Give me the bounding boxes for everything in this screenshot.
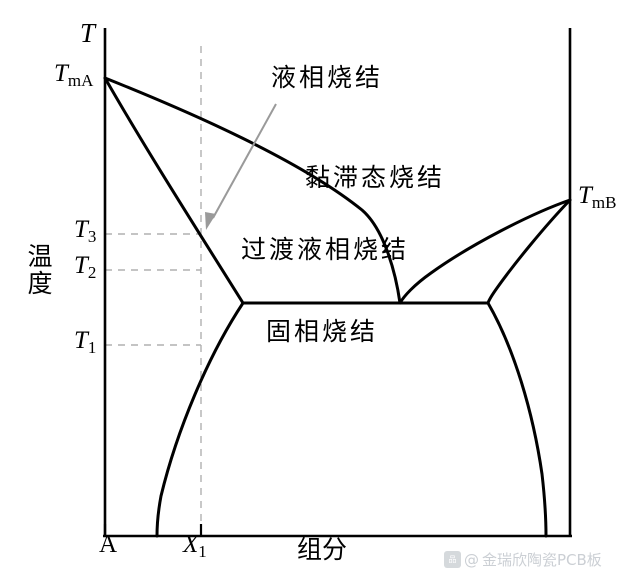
watermark-at-icon: @ [464, 550, 479, 569]
X1-symbol: X [183, 531, 199, 558]
x-axis-title: 组分 [297, 535, 348, 564]
T3-symbol: T [74, 216, 88, 243]
T1-symbol: T [74, 327, 88, 354]
T1-subscript: 1 [87, 337, 97, 357]
region-label-transient-liquid-phase-sintering: 过渡液相烧结 [241, 235, 410, 264]
phase-boundaries [103, 76, 572, 538]
curve-liquidus-B-upper [398, 198, 572, 305]
annotation-arrow-head [205, 212, 216, 230]
axes [103, 28, 572, 538]
curve-solvus-right [486, 301, 548, 538]
TmB-subscript: mB [591, 192, 617, 212]
curve-liquidus-A-upper [103, 76, 402, 305]
x-axis-marker-label: X1 [183, 531, 207, 562]
TmA-symbol: T [54, 60, 68, 87]
tick-label-T3: T3 [74, 216, 96, 247]
region-label-liquid-phase-sintering: 液相烧结 [271, 63, 384, 92]
y-axis-symbol: T [80, 18, 96, 48]
y-axis-title: 温度 [24, 243, 53, 297]
annotation-arrow-line [212, 103, 277, 219]
curve-liquidus-B-lower [486, 198, 572, 305]
T2-symbol: T [74, 252, 88, 279]
annotation-arrow [205, 103, 277, 230]
tick-label-T2: T2 [74, 252, 96, 283]
TmB-symbol: T [578, 182, 592, 209]
watermark: 品 @ 金瑞欣陶瓷PCB板 [444, 549, 602, 570]
curve-liquidus-A-lower [103, 76, 245, 305]
region-label-solid-phase-sintering: 固相烧结 [266, 317, 379, 346]
region-label-viscous-state-sintering: 黏滞态烧结 [305, 163, 446, 192]
gridlines-horizontal [105, 233, 201, 346]
watermark-text: 金瑞欣陶瓷PCB板 [482, 551, 602, 569]
x-axis-origin-label: A [99, 531, 118, 558]
T2-subscript: 2 [87, 262, 97, 282]
watermark-logo-icon: 品 [444, 551, 461, 568]
melting-point-B-label: TmB [578, 182, 616, 213]
tick-label-T1: T1 [74, 327, 96, 358]
TmA-subscript: mA [67, 70, 94, 90]
T3-subscript: 3 [87, 226, 97, 246]
melting-point-A-label: TmA [54, 60, 93, 91]
curve-solvus-left [155, 301, 245, 538]
X1-subscript: 1 [198, 541, 207, 561]
